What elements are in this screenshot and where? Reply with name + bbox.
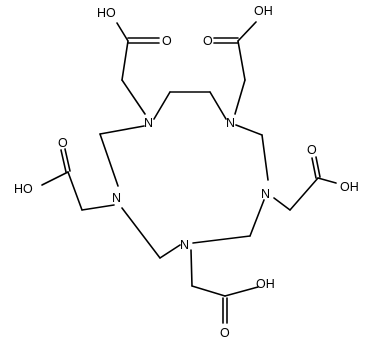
bond — [273, 197, 291, 211]
atom-label-oxygen: O — [162, 34, 172, 48]
atom-label-nitrogen: N — [180, 238, 189, 252]
bond — [237, 40, 246, 81]
bond — [192, 235, 251, 244]
bond — [311, 157, 317, 179]
atom-label-nitrogen: N — [144, 116, 153, 130]
bond — [121, 40, 129, 81]
atom-label-nitrogen: N — [226, 116, 235, 130]
bond — [317, 177, 337, 184]
carboxymethyl-arm-bonds — [41, 21, 337, 324]
bond — [121, 79, 146, 115]
bond — [209, 91, 227, 120]
bond — [261, 134, 269, 181]
atom-label-oxygen: O — [307, 143, 317, 157]
atom-label-hydroxyl: OH — [340, 180, 359, 194]
bond — [121, 207, 161, 259]
atom-label-hydroxyl: HO — [14, 182, 33, 196]
bond — [153, 91, 171, 120]
atom-label-nitrogen: N — [261, 187, 270, 201]
bond — [190, 249, 193, 287]
bond — [99, 125, 145, 135]
bond — [235, 124, 263, 136]
bond — [67, 171, 83, 211]
atom-label-oxygen: O — [203, 34, 213, 48]
atom-label-oxygen: O — [220, 326, 230, 340]
atom-label-hydroxyl: OH — [254, 4, 273, 18]
bond — [191, 285, 226, 297]
bond — [116, 22, 129, 42]
bond — [99, 133, 119, 187]
bond — [60, 149, 67, 173]
bond — [315, 156, 321, 178]
bond — [81, 204, 115, 211]
macrocycle-ring-bonds — [99, 91, 269, 259]
atom-label-hydroxyl: OH — [256, 277, 275, 291]
bond — [237, 21, 257, 42]
bond — [234, 79, 246, 115]
atom-labels: N N N N N HO O OH O O HO O OH OH O — [14, 4, 359, 340]
bond — [289, 177, 319, 211]
bond — [41, 171, 69, 186]
atom-label-oxygen: O — [58, 136, 68, 150]
bond — [159, 244, 181, 259]
bond — [224, 286, 259, 297]
bond — [249, 199, 265, 237]
bond — [64, 148, 71, 172]
atom-label-nitrogen: N — [112, 191, 121, 205]
atom-label-hydroxyl: HO — [97, 6, 116, 20]
